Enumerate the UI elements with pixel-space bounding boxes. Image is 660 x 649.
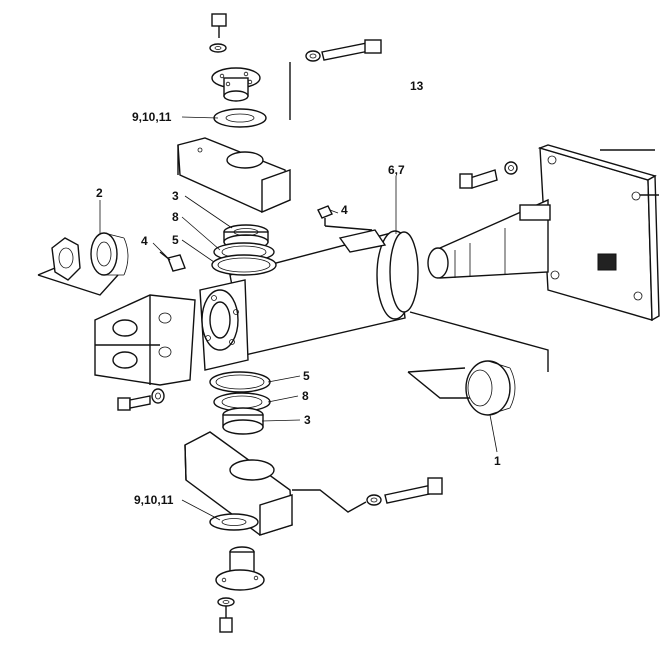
leader-lines (99, 116, 498, 521)
loose-bearing-ring (407, 360, 516, 416)
label-2: 2 (96, 186, 103, 200)
label-5-top: 5 (172, 233, 179, 247)
mounting-flange-plate (537, 144, 660, 322)
assembly-guide-line (409, 311, 549, 372)
label-9-10-11-top: 9,10,11 (132, 110, 172, 124)
label-1: 1 (494, 454, 501, 468)
label-3-bottom: 3 (304, 413, 311, 427)
spindle-shaft (427, 198, 551, 279)
top-bolt-long (289, 39, 382, 120)
top-cap-bolt-and-washer (209, 13, 227, 53)
top-shim-gasket (213, 108, 267, 128)
lock-nut-and-ring (37, 232, 129, 296)
label-4-right: 4 (341, 203, 348, 217)
top-dust-ring (211, 254, 277, 276)
label-8-top: 8 (172, 210, 179, 224)
bottom-cap-bolt-and-washer (217, 597, 235, 633)
label-4-left: 4 (141, 234, 148, 248)
label-5-bottom: 5 (303, 369, 310, 383)
grease-nipple-top (317, 205, 373, 231)
bottom-support-bracket (184, 431, 293, 536)
label-13: 13 (410, 79, 424, 93)
bottom-dust-ring (209, 371, 271, 393)
bottom-bearing-cap (215, 546, 265, 591)
label-3-top: 3 (172, 189, 179, 203)
top-support-bracket (177, 137, 291, 214)
grease-nipple-side (159, 251, 186, 272)
label-8-bottom: 8 (302, 389, 309, 403)
label-9-10-11-bottom: 9,10,11 (134, 493, 174, 507)
bottom-bolt-long (292, 477, 443, 513)
clevis-bolt-and-washer (117, 388, 165, 411)
clevis-bracket (94, 294, 196, 386)
top-bearing-cap (211, 67, 261, 102)
part-labels: 13 9,10,11 3 8 5 2 4 4 6,7 5 8 3 1 9,10,… (96, 79, 501, 507)
flange-bolt-and-washer (459, 161, 518, 189)
bottom-bearing-cup (222, 407, 264, 435)
label-6-7: 6,7 (388, 163, 405, 177)
bottom-shim-gasket (209, 513, 259, 531)
main-housing-body (199, 229, 419, 371)
